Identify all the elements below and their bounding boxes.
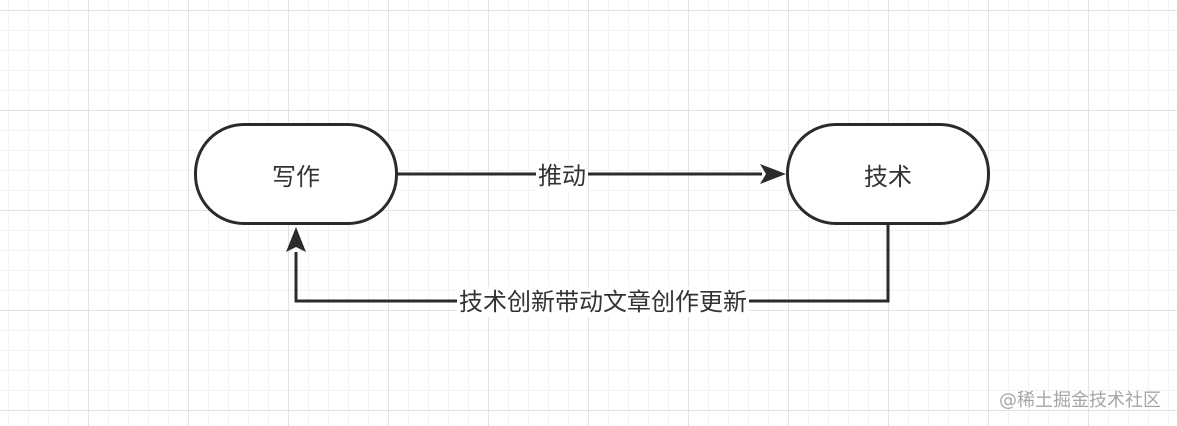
arrowhead-to-tech [760, 164, 786, 184]
node-tech-label: 技术 [864, 162, 912, 191]
arrowhead-to-write [286, 227, 306, 252]
edge-label-push: 推动 [536, 161, 588, 191]
node-write-label: 写作 [272, 162, 320, 191]
node-tech[interactable]: 技术 [786, 123, 990, 225]
node-write[interactable]: 写作 [194, 123, 398, 225]
watermark: @稀土掘金技术社区 [999, 390, 1161, 411]
edge-label-feedback: 技术创新带动文章创作更新 [457, 287, 749, 317]
